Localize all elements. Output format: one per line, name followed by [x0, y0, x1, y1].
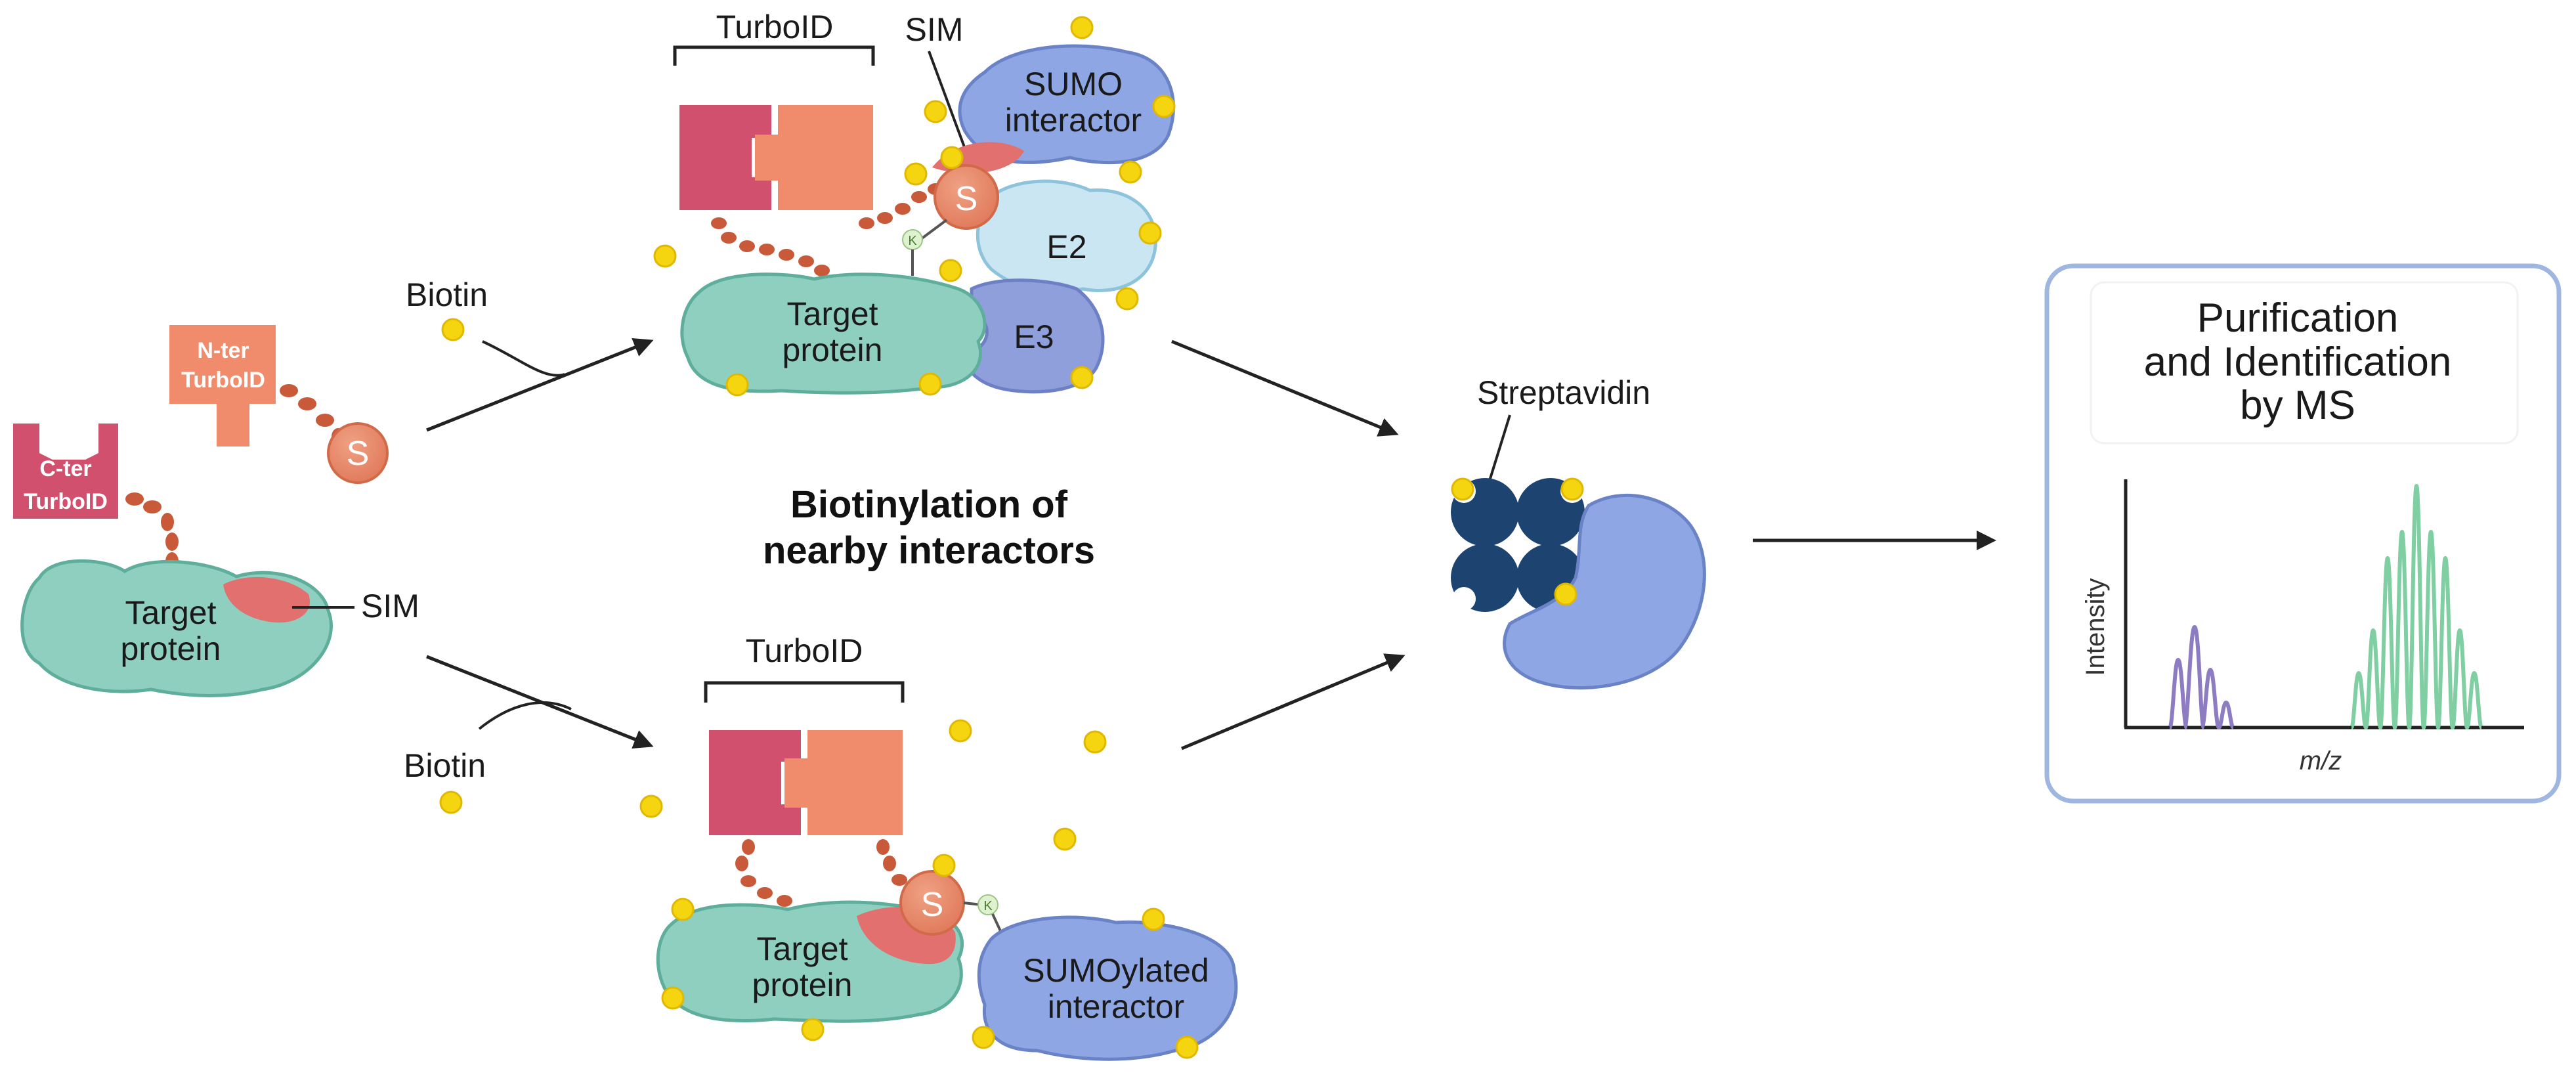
biotin-curve-top: [482, 340, 565, 377]
target-protein-left: Target protein: [20, 559, 333, 697]
lysine-stem-bottom: [991, 913, 1002, 933]
nter-turboid-block: N-ter TurboID: [169, 325, 276, 446]
biotin-label-top: Biotin: [406, 276, 488, 313]
streptavidin-label: Streptavidin: [1477, 374, 1650, 411]
linker-bottom-right: [876, 839, 907, 886]
linker-bottom-left: [735, 839, 792, 907]
biotinylation-label-2: nearby interactors: [763, 529, 1095, 572]
biotin-curve-bottom: [478, 701, 572, 730]
e2-label: E2: [1046, 228, 1086, 265]
lysine-k-bottom: [977, 894, 998, 915]
target-left-label-2: protein: [121, 630, 221, 667]
ms-x-label: m/z: [2300, 747, 2342, 775]
target-top-label-2: protein: [783, 332, 883, 368]
arrow-left-bottom: [426, 655, 654, 749]
ms-title-box: [2090, 281, 2519, 445]
peaks-purple: [2168, 624, 2235, 729]
sumoylated-interactor: SUMOylated interactor: [977, 915, 1238, 1061]
e3-protein: E3: [963, 278, 1105, 394]
lysine-k-top-label: K: [908, 234, 917, 248]
biotin-dots-strep: [1451, 477, 1584, 606]
arrow-bottom-to-strep: [1181, 653, 1406, 751]
linker-left-cter: [125, 492, 179, 571]
arrow-left-top: [426, 337, 654, 432]
turboid-bracket-bottom: [704, 681, 905, 703]
target-bottom-label-2: protein: [752, 967, 853, 1003]
sim-label-left: SIM: [361, 588, 419, 624]
sumo-s-left: S: [327, 422, 389, 484]
sumo-s-bottom: S: [899, 870, 965, 936]
streptavidin-pointer: [1486, 414, 1511, 490]
biotin-dot: [441, 318, 465, 341]
sumoylated-label-1: SUMOylated: [1023, 952, 1209, 989]
sumo-interactor-top: SUMO interactor: [958, 44, 1175, 165]
sim-label-top: SIM: [905, 11, 964, 48]
sumo-s-top: S: [934, 164, 999, 230]
ms-title-2: and Identification: [2144, 339, 2452, 385]
turboid-split-top: [679, 105, 873, 210]
sumo-s-top-label: S: [955, 180, 978, 218]
cter-label-2: TurboID: [24, 489, 108, 514]
turboid-label-top: TurboID: [716, 9, 834, 45]
e3-label: E3: [1014, 318, 1054, 355]
target-left-label-1: Target: [125, 594, 217, 631]
linker-top-left: [711, 217, 830, 276]
biotin-dots-bottom: [639, 719, 1199, 1059]
turboid-label-bottom: TurboID: [746, 632, 863, 669]
biotin-dot: [439, 791, 463, 814]
biotin-dots-top: [653, 16, 1176, 397]
biotinylation-label-1: Biotinylation of: [790, 483, 1068, 526]
ms-y-label: Intensity: [2081, 578, 2110, 676]
linker-left-nter: [280, 384, 345, 445]
ms-title-1: Purification: [2197, 295, 2399, 341]
sim-pointer-top: [928, 51, 970, 158]
sumo-interactor-label-1: SUMO: [1024, 66, 1123, 102]
ms-title-3: by MS: [2240, 383, 2355, 428]
nter-label-2: TurboID: [181, 368, 265, 393]
target-top-label-1: Target: [787, 295, 878, 332]
target-bottom-label-1: Target: [757, 930, 848, 967]
cter-turboid-block: C-ter TurboID: [13, 424, 118, 519]
sumoylated-label-2: interactor: [1048, 988, 1184, 1025]
arrow-top-to-strep: [1171, 339, 1399, 437]
sumo-s-left-label: S: [347, 435, 370, 473]
turboid-bracket-top: [673, 45, 875, 66]
peaks-green: [2350, 483, 2483, 729]
e2-protein: E2: [976, 179, 1157, 294]
cter-label-1: C-ter: [39, 456, 91, 481]
sumo-interactor-label-2: interactor: [1005, 102, 1142, 139]
target-protein-top: Target protein: [680, 272, 987, 395]
nter-label-1: N-ter: [197, 338, 249, 363]
sumo-s-bottom-label: S: [921, 886, 944, 924]
lysine-k-bottom-label: K: [983, 899, 993, 913]
biotin-label-bottom: Biotin: [404, 747, 486, 784]
turboid-split-bottom: [709, 730, 903, 835]
